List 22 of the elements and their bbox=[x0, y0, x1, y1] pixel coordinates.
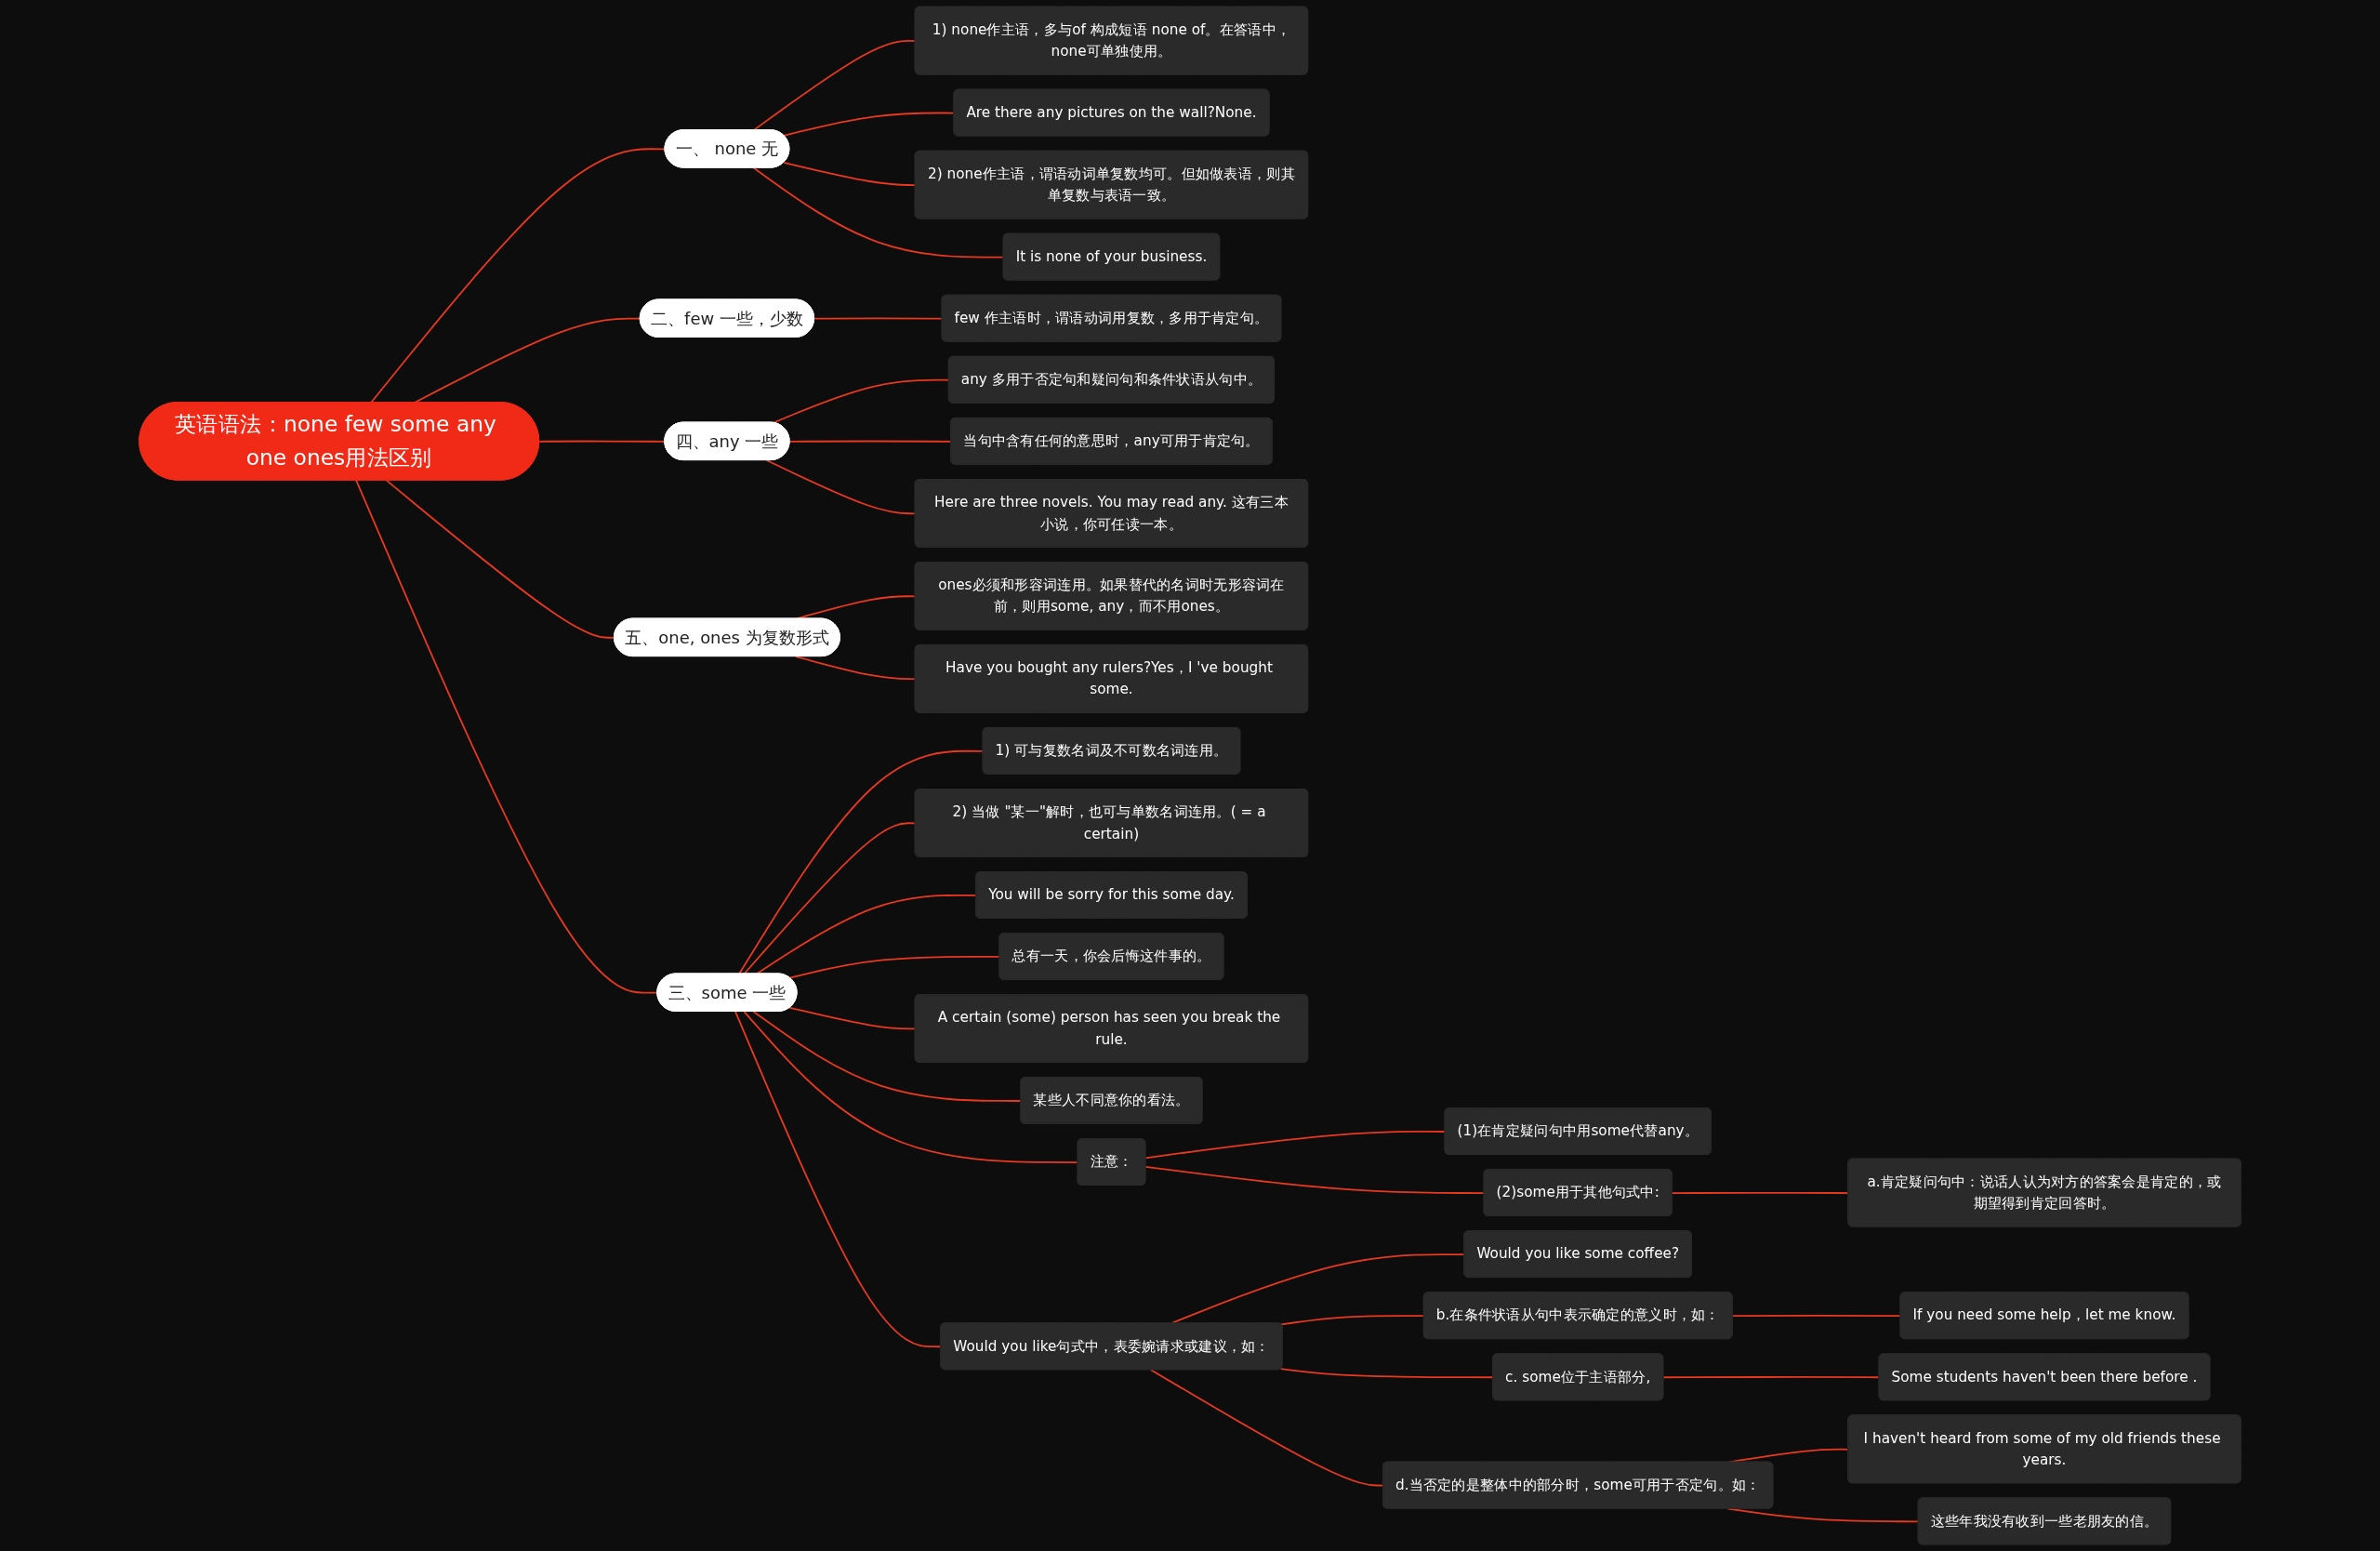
connector bbox=[1144, 1131, 1447, 1160]
connector bbox=[1662, 1376, 1881, 1379]
connector bbox=[414, 317, 641, 404]
connector bbox=[813, 317, 944, 320]
connector bbox=[1144, 1165, 1486, 1194]
connector bbox=[783, 161, 917, 186]
connector bbox=[1731, 1315, 1902, 1318]
connector bbox=[355, 479, 659, 994]
connector bbox=[765, 459, 917, 515]
connector bbox=[370, 148, 667, 404]
connector bbox=[752, 40, 917, 131]
connector bbox=[1280, 1368, 1494, 1379]
connector bbox=[743, 1011, 1079, 1163]
connector bbox=[385, 479, 615, 639]
connector bbox=[1150, 1369, 1384, 1487]
connector bbox=[738, 749, 985, 975]
connector bbox=[1280, 1315, 1425, 1326]
connector bbox=[788, 1006, 917, 1030]
connector bbox=[752, 166, 1005, 258]
connector bbox=[788, 955, 1001, 979]
connector bbox=[795, 656, 917, 681]
connector bbox=[743, 822, 917, 975]
